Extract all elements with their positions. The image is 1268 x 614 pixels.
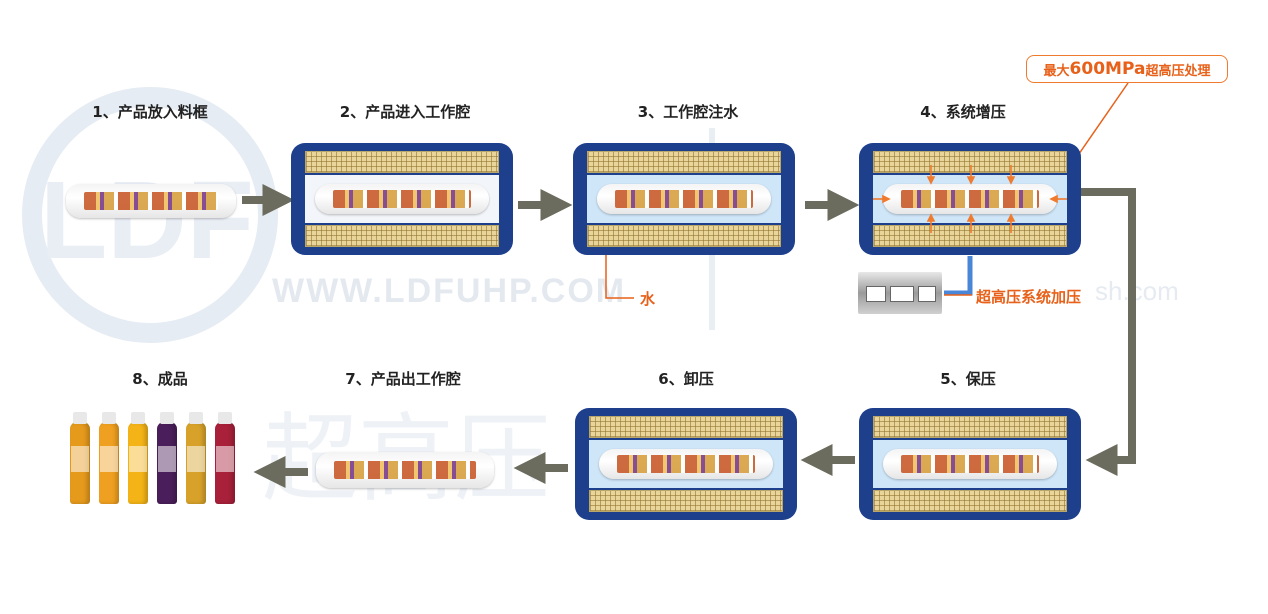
bottle-label — [158, 446, 176, 472]
bottle-cap — [102, 412, 116, 424]
chamber-plate-top — [873, 416, 1067, 438]
pump-part — [866, 286, 886, 302]
step-label-4: 4、系统增压 — [920, 103, 1006, 121]
step-label-3: 3、工作腔注水 — [637, 103, 739, 121]
product-bag — [315, 184, 489, 214]
bottle-label — [216, 446, 234, 472]
ultra-high-pressure-pump — [858, 272, 942, 314]
bottle-cap — [218, 412, 232, 424]
chamber-plate-bottom — [305, 225, 499, 247]
watermark-logo-text: LDF — [40, 159, 254, 282]
chamber-plate-top — [587, 151, 781, 173]
chamber-step-4 — [859, 143, 1081, 255]
callout-suffix: 超高压处理 — [1145, 63, 1211, 79]
chamber-plate-top — [305, 151, 499, 173]
product-out-bag — [316, 452, 494, 488]
bottle-cap — [73, 412, 87, 424]
step-label-5: 5、保压 — [940, 370, 996, 388]
chamber-plate-bottom — [589, 490, 783, 512]
bottle — [70, 412, 90, 504]
bottle-label — [71, 446, 89, 472]
step-label-7: 7、产品出工作腔 — [345, 370, 461, 388]
callout-prefix: 最大 — [1043, 63, 1070, 79]
bottle-label — [187, 446, 205, 472]
chamber-plate-top — [873, 151, 1067, 173]
chamber-plate-top — [589, 416, 783, 438]
chamber-step-2 — [291, 143, 513, 255]
bottle — [99, 412, 119, 504]
chamber-plate-bottom — [587, 225, 781, 247]
arrow-4-5 — [1080, 188, 1136, 476]
bottle-label — [129, 446, 147, 472]
pump-label: 超高压系统加压 — [976, 288, 1082, 306]
product-basket-bag — [66, 184, 236, 218]
pressure-arrows — [873, 165, 1067, 233]
product-bag — [597, 184, 771, 214]
step-label-1: 1、产品放入料框 — [92, 103, 208, 121]
bottle — [215, 412, 235, 504]
pump-pipe — [944, 256, 973, 296]
bottle-cap — [131, 412, 145, 424]
bottle-cap — [189, 412, 203, 424]
product-bag — [599, 449, 773, 479]
pressure-callout: 最大 600MPa 超高压处理 — [1026, 55, 1228, 83]
chamber-plate-bottom — [873, 490, 1067, 512]
product-bag — [883, 449, 1057, 479]
bottle — [128, 412, 148, 504]
chamber-step-5 — [859, 408, 1081, 520]
watermark-url: WWW.LDFUHP.COM — [272, 272, 626, 310]
product-bag — [883, 184, 1057, 214]
watermark-site-tail: sh.com — [1095, 276, 1179, 306]
bottle — [157, 412, 177, 504]
water-label: 水 — [640, 290, 656, 308]
step-label-6: 6、卸压 — [658, 370, 714, 388]
pump-part — [918, 286, 936, 302]
chamber-plate-bottom — [873, 225, 1067, 247]
bottle — [186, 412, 206, 504]
chamber-step-6 — [575, 408, 797, 520]
callout-value: 600MPa — [1069, 59, 1146, 79]
step-label-8: 8、成品 — [132, 370, 188, 388]
chamber-step-3 — [573, 143, 795, 255]
step-label-2: 2、产品进入工作腔 — [339, 103, 471, 121]
bottle-label — [100, 446, 118, 472]
pump-part — [890, 286, 914, 302]
bottle-cap — [160, 412, 174, 424]
